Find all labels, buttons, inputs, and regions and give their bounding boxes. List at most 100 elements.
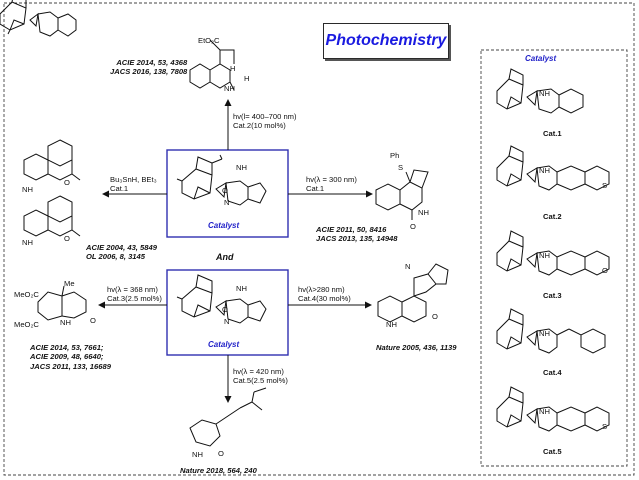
product-left-top-2 — [23, 195, 81, 237]
atom-nh-cat-top: NH — [236, 163, 247, 172]
sidebar-catalyst-1 — [496, 68, 584, 114]
ref-right-top-2: JACS 2013, 135, 14948 — [316, 234, 398, 244]
atom-o-left-bottom: O — [90, 316, 96, 325]
atom-h-top-1: H — [230, 64, 236, 73]
atom-meo2c-1: MeO₂C — [14, 290, 39, 299]
product-right-bottom — [377, 263, 449, 323]
sidebar-heading: Catalyst — [525, 54, 557, 63]
conditions-left-bottom-line-1: hv(λ = 368 nm) — [107, 285, 158, 294]
catalyst-label-bottom: Catalyst — [208, 340, 240, 349]
ref-bottom-1: Nature 2018, 564, 240 — [180, 466, 257, 475]
atom-nh-bottom: NH — [192, 450, 203, 459]
atom-s: S — [398, 163, 404, 172]
conditions-down-line-1: hv(λ = 420 nm) — [233, 367, 284, 376]
outer-frame — [3, 2, 635, 476]
sidebar-catalyst-3 — [496, 230, 610, 276]
conditions-right-bottom: hv(λ>280 nm) Cat.4(30 mol%) — [298, 285, 351, 304]
conditions-right-top-line-2: Cat.1 — [306, 184, 325, 194]
sidebar-atom-nh-4: NH — [539, 329, 550, 338]
ref-left-bottom-1: ACIE 2014, 53, 7661; — [30, 343, 104, 352]
atom-o-left-top-2: O — [64, 234, 70, 243]
sidebar-atom-nh-1: NH — [539, 89, 550, 98]
sidebar-cat-2-label: Cat.2 — [543, 212, 562, 221]
sidebar-cat-5-label: Cat.5 — [543, 447, 562, 456]
conditions-up-line-1: hv(l= 400–700 nm) — [233, 112, 297, 121]
ref-left-top-1: ACIE 2004, 43, 5849 — [86, 243, 157, 252]
atom-n-cat-bottom: N — [224, 317, 230, 326]
catalyst-structure-top — [176, 154, 267, 206]
product-left-bottom — [37, 285, 87, 321]
ref-top-1: ACIE 2014, 53, 4368 — [116, 58, 188, 67]
ref-left-bottom: ACIE 2014, 53, 7661; ACIE 2009, 48, 6640… — [30, 343, 111, 371]
sidebar-catalyst-2 — [496, 145, 610, 191]
conditions-left-top-line-2: Cat.1 — [110, 184, 129, 194]
catalyst-skeleton — [0, 0, 77, 37]
atom-nh-cat-bottom: NH — [236, 284, 247, 293]
conditions-left-bottom: hv(λ = 368 nm) Cat.3(2.5 mol%) — [107, 285, 162, 304]
ref-left-top: ACIE 2004, 43, 5849 OL 2006, 8, 3145 — [86, 243, 157, 262]
sidebar-cat-4-label: Cat.4 — [543, 368, 562, 377]
atom-o-left-top-1: O — [64, 178, 70, 187]
page-title: Photochemistry — [325, 32, 447, 49]
atom-co2et: EtO₂C — [198, 36, 220, 45]
catalyst-structure-bottom — [176, 274, 267, 324]
atom-nh-left-top-2: NH — [22, 238, 33, 247]
atom-o-cat-bottom: O — [222, 305, 228, 314]
sidebar-atom-s-5: S — [602, 422, 608, 431]
conditions-right-bottom-line-1: hv(λ>280 nm) — [298, 285, 345, 294]
product-top — [189, 39, 235, 91]
atom-o-right-top: O — [410, 222, 416, 231]
atom-n-right-bottom: N — [405, 262, 411, 271]
sidebar-catalyst-4 — [496, 308, 606, 354]
ref-right-bottom: Nature 2005, 436, 1139 — [376, 343, 457, 352]
atom-o-cat-top: O — [222, 186, 228, 195]
atom-o-right-bottom: O — [432, 312, 438, 321]
conditions-down-line-2: Cat.5(2.5 mol%) — [233, 376, 288, 386]
ref-top: ACIE 2014, 53, 4368 JACS 2016, 138, 7808 — [110, 58, 187, 77]
conditions-up: hv(l= 400–700 nm) Cat.2(10 mol%) — [233, 112, 297, 131]
sidebar-atom-s-2: S — [602, 181, 608, 190]
sidebar-cat-1-label: Cat.1 — [543, 129, 562, 138]
conditions-right-bottom-line-2: Cat.4(30 mol%) — [298, 294, 351, 304]
conditions-left-top-line-1: Bu₃SnH, BEt₃ — [110, 175, 157, 184]
ref-left-bottom-2: ACIE 2009, 48, 6640; — [30, 352, 104, 362]
catalyst-label-top: Catalyst — [208, 221, 240, 230]
conditions-left-bottom-line-2: Cat.3(2.5 mol%) — [107, 294, 162, 304]
title-box: Photochemistry — [323, 23, 449, 59]
ref-right-top: ACIE 2011, 50, 8416 JACS 2013, 135, 1494… — [316, 225, 398, 244]
atom-ph: Ph — [390, 151, 400, 160]
product-right-top — [375, 169, 429, 220]
atom-nh-right-bottom: NH — [386, 320, 397, 329]
sidebar-cat-3-label: Cat.3 — [543, 291, 562, 300]
ref-left-top-2: OL 2006, 8, 3145 — [86, 252, 145, 262]
product-left-top — [23, 139, 81, 181]
sidebar-atom-nh-3: NH — [539, 251, 550, 260]
ref-bottom: Nature 2018, 564, 240 — [180, 466, 257, 475]
catalyst-sidebar-box — [480, 49, 628, 467]
sidebar-atom-nh-5: NH — [539, 407, 550, 416]
atom-n-cat-top: N — [224, 198, 230, 207]
ref-right-bottom-1: Nature 2005, 436, 1139 — [376, 343, 457, 352]
conditions-up-line-2: Cat.2(10 mol%) — [233, 121, 286, 131]
atom-o-bottom: O — [218, 449, 224, 458]
ref-top-2: JACS 2016, 138, 7808 — [110, 67, 188, 77]
arrows — [98, 99, 373, 403]
ref-right-top-1: ACIE 2011, 50, 8416 — [316, 225, 387, 234]
atom-nh-right-top: NH — [418, 208, 429, 217]
sidebar-atom-nh-2: NH — [539, 166, 550, 175]
atom-me: Me — [64, 279, 75, 288]
ref-left-bottom-3: JACS 2011, 133, 16689 — [30, 361, 111, 371]
and-label: And — [216, 252, 234, 262]
atom-nh-left-bottom: NH — [60, 318, 71, 327]
conditions-left-top: Bu₃SnH, BEt₃ Cat.1 — [110, 175, 157, 194]
atom-h-top-2: H — [244, 74, 250, 83]
atom-nh-top: NH — [224, 84, 235, 93]
sidebar-atom-o-3: O — [602, 266, 608, 275]
sidebar-catalyst-5 — [496, 386, 610, 432]
conditions-right-top-line-1: hv(λ = 300 nm) — [306, 175, 357, 184]
atom-nh-left-top-1: NH — [22, 185, 33, 194]
product-bottom — [189, 387, 267, 447]
conditions-down: hv(λ = 420 nm) Cat.5(2.5 mol%) — [233, 367, 288, 386]
conditions-right-top: hv(λ = 300 nm) Cat.1 — [306, 175, 357, 194]
